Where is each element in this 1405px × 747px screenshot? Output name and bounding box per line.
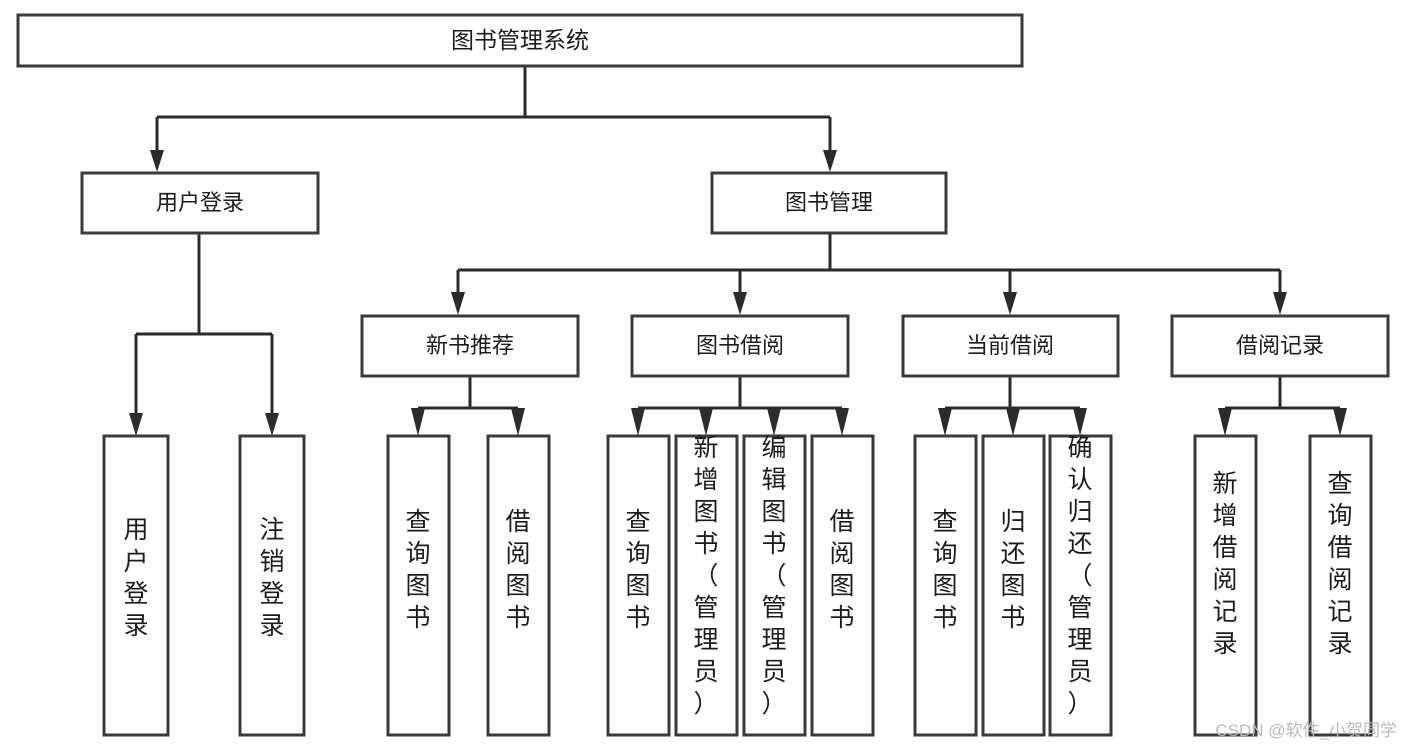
connector-current-borrow-to-leaves [938,376,1087,436]
leaf-new-book-query-label: 查询图书 [405,508,430,632]
leaf-new-book-borrow[interactable]: 借阅图书 [486,434,551,737]
node-root-label: 图书管理系统 [451,27,589,53]
leaf-user-login-logout[interactable]: 注销登录 [238,434,306,737]
connector-root-to-tier1 [150,66,837,172]
connector-new-book-to-leaves [411,376,525,436]
node-book-borrow-label: 图书借阅 [696,333,784,358]
node-book-borrow[interactable]: 图书借阅 [630,314,850,378]
node-user-login-label: 用户登录 [156,190,244,215]
node-current-borrow-label: 当前借阅 [966,333,1054,358]
leaf-user-login-logout-label: 注销登录 [259,516,284,640]
leaf-borrow-record-query-label: 查询借阅记录 [1327,470,1352,658]
node-current-borrow[interactable]: 当前借阅 [901,314,1120,378]
leaf-current-borrow-return-label: 归还图书 [1000,508,1025,632]
node-borrow-record[interactable]: 借阅记录 [1170,314,1390,378]
leaf-book-borrow-borrow-label: 借阅图书 [829,508,854,632]
leaf-current-borrow-confirm-label: 确认归还（管理员） [1067,434,1092,718]
leaf-book-borrow-add[interactable]: 新增图书（管理员） [674,434,739,737]
node-user-login[interactable]: 用户登录 [80,171,320,235]
leaf-book-borrow-edit[interactable]: 编辑图书（管理员） [742,434,807,737]
node-new-book-recommend[interactable]: 新书推荐 [360,314,580,378]
leaf-book-borrow-edit-label: 编辑图书（管理员） [761,434,786,718]
leaf-borrow-record-add-label: 新增借阅记录 [1212,470,1237,658]
node-new-book-recommend-label: 新书推荐 [426,333,514,358]
leaf-current-borrow-query[interactable]: 查询图书 [913,434,978,737]
leaf-new-book-borrow-label: 借阅图书 [505,508,530,632]
connector-book-mgmt-to-tier2 [451,234,1287,315]
leaf-current-borrow-confirm[interactable]: 确认归还（管理员） [1048,434,1113,737]
node-book-management-label: 图书管理 [785,190,873,215]
connector-borrow-record-to-leaves [1218,376,1347,436]
leaf-current-borrow-query-label: 查询图书 [932,508,957,632]
connector-user-login-to-leaves [129,234,279,436]
connector-book-borrow-to-leaves [631,376,849,436]
leaf-book-borrow-add-label: 新增图书（管理员） [693,434,718,718]
leaf-book-borrow-borrow[interactable]: 借阅图书 [810,434,875,737]
node-root[interactable]: 图书管理系统 [16,13,1024,68]
leaf-new-book-query[interactable]: 查询图书 [386,434,451,737]
leaf-borrow-record-query[interactable]: 查询借阅记录 [1308,434,1373,737]
leaf-user-login-login-label: 用户登录 [123,516,148,640]
leaf-user-login-login[interactable]: 用户登录 [102,434,170,737]
leaf-book-borrow-query[interactable]: 查询图书 [606,434,671,737]
node-borrow-record-label: 借阅记录 [1236,333,1324,358]
leaf-book-borrow-query-label: 查询图书 [625,508,650,632]
node-book-management[interactable]: 图书管理 [710,171,948,235]
leaf-current-borrow-return[interactable]: 归还图书 [981,434,1046,737]
leaf-borrow-record-add[interactable]: 新增借阅记录 [1193,434,1258,737]
